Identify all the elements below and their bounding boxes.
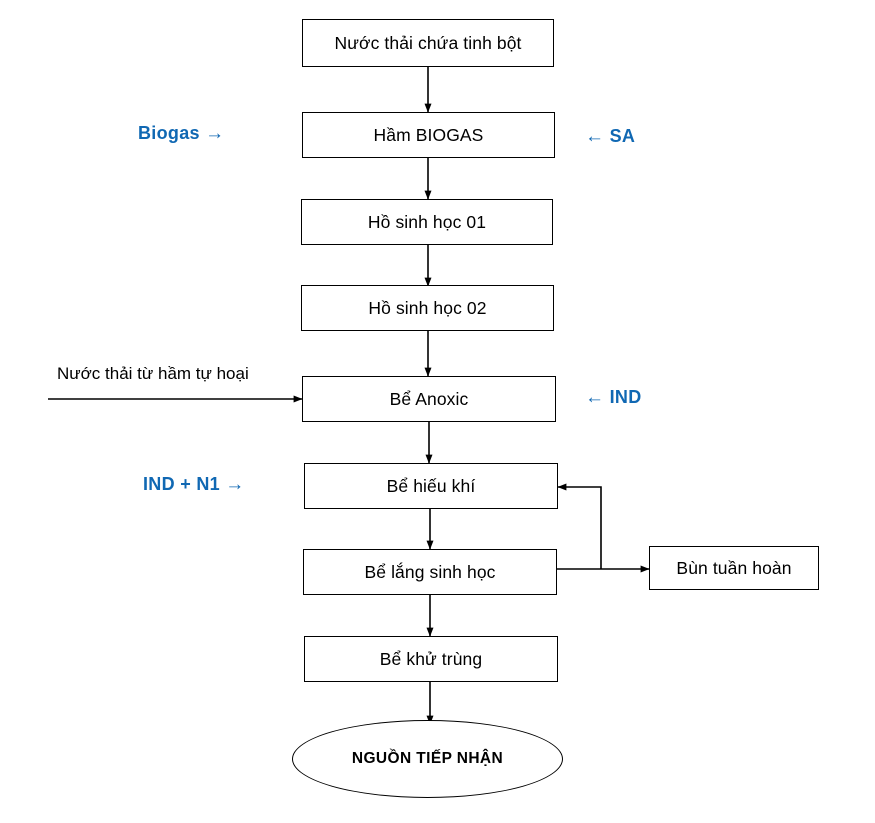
- arrow-right-icon: →: [205, 123, 225, 144]
- label-ind-dosing: ← IND: [585, 387, 642, 409]
- node-anoxic-tank[interactable]: Bể Anoxic: [302, 376, 556, 422]
- node-receiving-source-label: NGUỒN TIẾP NHẬN: [351, 750, 504, 768]
- node-disinfection-tank[interactable]: Bể khử trùng: [304, 636, 558, 682]
- edge-sludge-recirculation: [557, 483, 602, 569]
- label-sa-dosing-text: SA: [609, 126, 636, 146]
- label-biogas-output-text: Biogas: [138, 123, 200, 143]
- label-ind-dosing-text: IND: [609, 387, 642, 407]
- node-biogas-digester-label: Hầm BIOGAS: [373, 124, 484, 145]
- arrow-right-icon-2: →: [225, 474, 245, 495]
- label-sa-dosing: ← SA: [585, 126, 635, 148]
- node-bio-pond-01-label: Hồ sinh học 01: [367, 211, 487, 232]
- label-septic-inflow-text: Nước thải từ hầm tự hoại: [57, 364, 249, 383]
- arrow-left-icon-2: ←: [585, 387, 605, 408]
- node-bio-pond-02-label: Hồ sinh học 02: [368, 297, 487, 318]
- node-sludge-return-label: Bùn tuần hoàn: [676, 557, 792, 578]
- node-anoxic-tank-label: Bể Anoxic: [389, 388, 469, 409]
- node-wastewater-source[interactable]: Nước thải chứa tinh bột: [302, 19, 554, 67]
- node-bio-pond-01[interactable]: Hồ sinh học 01: [301, 199, 553, 245]
- node-wastewater-source-label: Nước thải chứa tinh bột: [334, 32, 522, 53]
- node-sludge-return[interactable]: Bùn tuần hoàn: [649, 546, 819, 590]
- node-receiving-source[interactable]: NGUỒN TIẾP NHẬN: [292, 720, 563, 798]
- node-disinfection-tank-label: Bể khử trùng: [379, 648, 483, 669]
- label-ind-n1-dosing-text: IND + N1: [143, 474, 220, 494]
- node-bio-settling-tank[interactable]: Bể lắng sinh học: [303, 549, 557, 595]
- label-ind-n1-dosing: IND + N1 →: [143, 474, 245, 496]
- arrow-left-icon: ←: [585, 126, 605, 147]
- node-bio-settling-tank-label: Bể lắng sinh học: [364, 561, 496, 582]
- label-septic-inflow: Nước thải từ hầm tự hoại: [57, 364, 249, 384]
- node-biogas-digester[interactable]: Hầm BIOGAS: [302, 112, 555, 158]
- node-bio-pond-02[interactable]: Hồ sinh học 02: [301, 285, 554, 331]
- label-biogas-output: Biogas →: [138, 123, 224, 145]
- node-aerobic-tank-label: Bể hiếu khí: [386, 475, 476, 496]
- node-aerobic-tank[interactable]: Bể hiếu khí: [304, 463, 558, 509]
